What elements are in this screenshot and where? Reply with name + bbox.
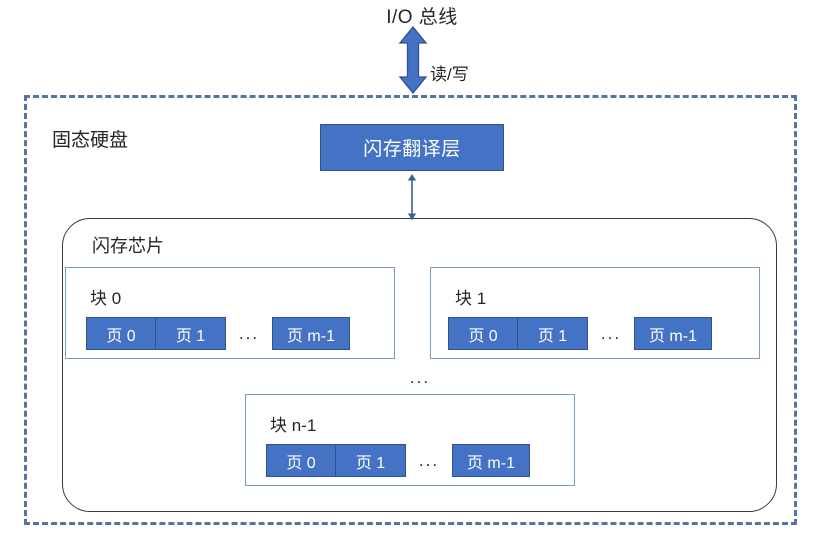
flash-chip-label: 闪存芯片 bbox=[92, 236, 164, 256]
block-label-n-1: 块 n-1 bbox=[270, 416, 317, 435]
page-cell: 页 m-1 bbox=[452, 444, 530, 477]
ssd-label: 固态硬盘 bbox=[52, 130, 129, 151]
io-bus-label: I/O 总线 bbox=[386, 7, 458, 28]
pages-ellipsis: ... bbox=[600, 324, 622, 343]
flash-translation-layer-box: 闪存翻译层 bbox=[320, 124, 504, 171]
page-cell: 页 0 bbox=[266, 444, 336, 477]
page-cell: 页 1 bbox=[156, 317, 226, 350]
block-label-0: 块 0 bbox=[90, 289, 122, 308]
ssd-boundary bbox=[24, 95, 797, 525]
block-label-1: 块 1 bbox=[455, 289, 487, 308]
flash-chip-boundary bbox=[62, 218, 777, 512]
pages-ellipsis: ... bbox=[418, 451, 440, 470]
page-cell: 页 1 bbox=[518, 317, 588, 350]
page-cell: 页 1 bbox=[336, 444, 406, 477]
page-cell: 页 0 bbox=[86, 317, 156, 350]
page-cell: 页 m-1 bbox=[634, 317, 712, 350]
pages-row-block-0: 页 0 页 1 ... 页 m-1 bbox=[86, 317, 350, 350]
io-bus-double-arrow bbox=[398, 26, 428, 94]
ftl-to-chip-double-arrow bbox=[407, 174, 417, 220]
page-cell: 页 m-1 bbox=[272, 317, 350, 350]
read-write-label: 读/写 bbox=[430, 65, 469, 84]
pages-row-block-1: 页 0 页 1 ... 页 m-1 bbox=[448, 317, 712, 350]
flash-translation-layer-label: 闪存翻译层 bbox=[363, 139, 461, 160]
pages-ellipsis: ... bbox=[238, 324, 260, 343]
blocks-row-ellipsis: ... bbox=[409, 368, 431, 387]
pages-row-block-n-1: 页 0 页 1 ... 页 m-1 bbox=[266, 444, 530, 477]
page-cell: 页 0 bbox=[448, 317, 518, 350]
